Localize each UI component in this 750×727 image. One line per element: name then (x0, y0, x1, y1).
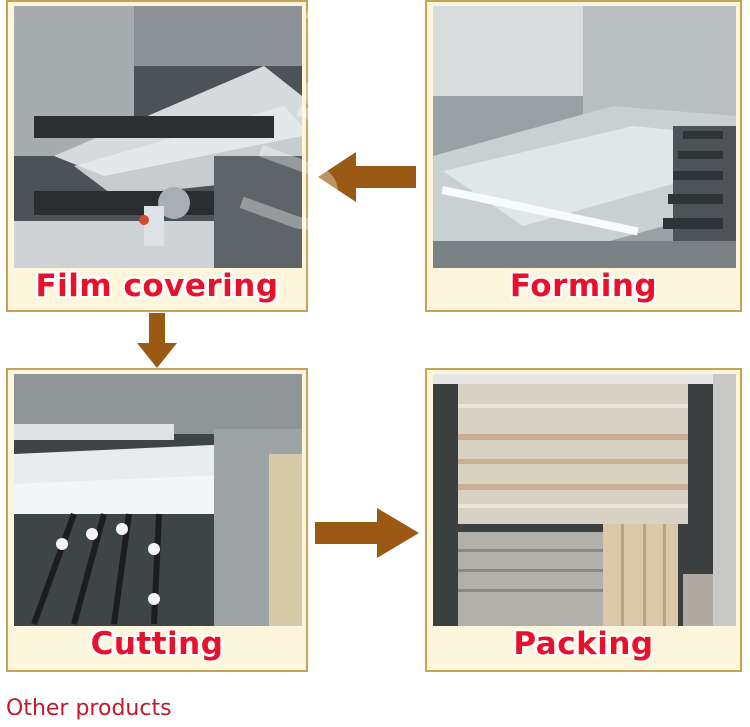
panel-packing: Packing (425, 368, 742, 672)
panel-film-covering: Film covering (6, 0, 308, 312)
forming-label: Forming (509, 268, 658, 304)
packing-label: Packing (513, 626, 654, 662)
arrow-right-icon (315, 508, 419, 558)
film-covering-label: Film covering (35, 268, 279, 304)
other-products-link[interactable]: Other products (6, 696, 172, 721)
cutting-label: Cutting (90, 626, 224, 662)
packing-photo (433, 374, 736, 626)
panel-cutting: Cutting (6, 368, 308, 672)
film-covering-photo (14, 6, 302, 268)
cutting-photo (14, 374, 302, 626)
arrow-down-icon (137, 313, 177, 368)
forming-photo (433, 6, 736, 268)
arrow-left-icon (318, 152, 416, 202)
panel-forming: Forming (425, 0, 742, 312)
